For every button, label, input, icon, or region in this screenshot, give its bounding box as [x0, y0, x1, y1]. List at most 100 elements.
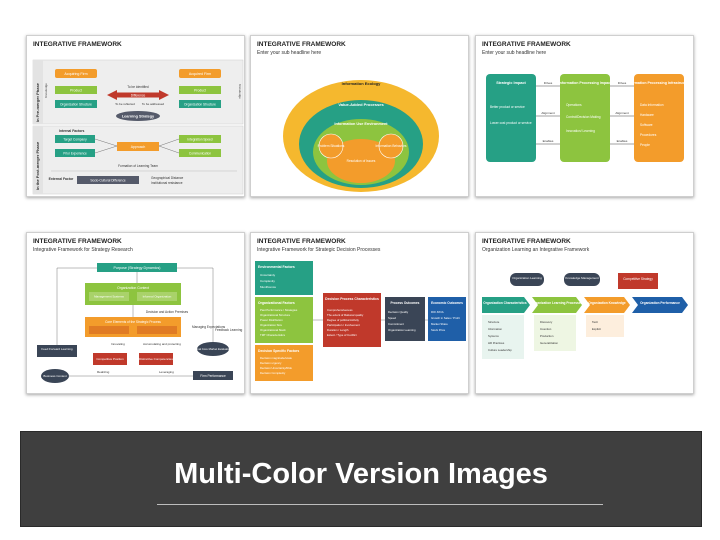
svg-text:Procedures: Procedures [640, 133, 657, 137]
box-purpose [97, 263, 177, 272]
svg-text:Duration / Length: Duration / Length [327, 328, 349, 332]
box-competitive-position [93, 353, 127, 365]
slide-thumbnail-1[interactable]: INTEGRATIVE FRAMEWORK In Pre-merger Phas… [26, 35, 245, 197]
svg-text:Process Outcomes: Process Outcomes [391, 301, 420, 305]
svg-text:Informal Organization: Informal Organization [143, 295, 172, 299]
svg-text:Market Share: Market Share [431, 322, 448, 326]
svg-text:Communication: Communication [189, 152, 211, 156]
svg-text:Accumulating and protecting: Accumulating and protecting [143, 342, 181, 346]
svg-text:Decision Specific Factors: Decision Specific Factors [258, 349, 299, 353]
svg-text:Data Information: Data Information [640, 103, 664, 107]
svg-text:Formation of Learning Team: Formation of Learning Team [118, 164, 158, 168]
box-socio-cultural [77, 176, 139, 184]
slide-subtitle: Enter your sub headline here [257, 50, 322, 56]
strategy-research-diagram: Purpose (Strategy Dynamics) Organization… [37, 263, 243, 383]
multi-color-banner: Multi-Color Version Images [20, 431, 702, 527]
svg-text:Generalization: Generalization [540, 341, 558, 345]
box-informal-organization [137, 292, 177, 301]
svg-text:Decision Uncertainty/Risk: Decision Uncertainty/Risk [260, 366, 292, 370]
svg-text:Organization Structure: Organization Structure [60, 103, 92, 107]
svg-text:Final Core Market Evaluation: Final Core Market Evaluation [195, 347, 232, 351]
box-process-outcomes [385, 297, 425, 341]
svg-text:Organization Characteristics: Organization Characteristics [483, 301, 527, 305]
svg-text:Organizational Structure: Organizational Structure [260, 313, 291, 317]
arrow-org-knowledge [584, 297, 630, 313]
svg-text:Innovating: Innovating [111, 342, 125, 346]
svg-text:Power Distribution: Power Distribution [260, 318, 283, 322]
svg-text:People: People [640, 143, 650, 147]
svg-text:Organization Knowledge: Organization Knowledge [588, 301, 626, 305]
svg-text:Operations: Operations [566, 103, 582, 107]
box-product [55, 86, 97, 94]
svg-text:Target Company: Target Company [63, 138, 87, 142]
svg-text:Acquired Firm: Acquired Firm [189, 72, 211, 76]
box-firm-performance [193, 371, 233, 380]
svg-text:To be reflected: To be reflected [115, 102, 135, 106]
box-feed-forward [37, 345, 77, 357]
svg-text:Culture Leadership: Culture Leadership [488, 348, 512, 352]
slide-thumbnail-3[interactable]: INTEGRATIVE FRAMEWORK Enter your sub hea… [475, 35, 694, 197]
svg-text:Socio-Cultural Difference: Socio-Cultural Difference [90, 179, 126, 183]
box-integration-speed [179, 135, 221, 143]
svg-text:Integration Speed: Integration Speed [187, 138, 212, 142]
slide-thumbnail-4[interactable]: INTEGRATIVE FRAMEWORK Integrative Framew… [26, 232, 245, 394]
svg-text:The extent of Rational quality: The extent of Rational quality [327, 313, 364, 317]
svg-text:Software: Software [640, 123, 653, 127]
slide-title: INTEGRATIVE FRAMEWORK [482, 41, 571, 48]
slide-title: INTEGRATIVE FRAMEWORK [33, 238, 122, 245]
slide-thumbnail-6[interactable]: INTEGRATIVE FRAMEWORK Organization Learn… [475, 232, 694, 394]
svg-text:HR Practices: HR Practices [488, 341, 505, 345]
svg-text:Alignment: Alignment [541, 111, 555, 115]
svg-text:Decision Complexity: Decision Complexity [260, 371, 286, 375]
svg-text:ROI /ROA: ROI /ROA [431, 310, 444, 314]
svg-text:Drives: Drives [544, 81, 553, 85]
svg-text:Control/Decision Making: Control/Decision Making [566, 115, 601, 119]
organization-learning-diagram: Organization Learning Knowledge Manageme… [482, 273, 688, 359]
learning-strategy-ellipse [116, 111, 160, 121]
svg-text:Internal Factors: Internal Factors [59, 129, 85, 133]
svg-text:Drives: Drives [618, 81, 627, 85]
knowledge-label: Knowledge [238, 84, 242, 99]
svg-text:Business Context: Business Context [43, 374, 67, 378]
box-org-structure [179, 100, 221, 108]
svg-text:Problem Situations: Problem Situations [318, 144, 345, 148]
svg-text:To be identified: To be identified [127, 85, 149, 89]
svg-text:Innovation/ Learning: Innovation/ Learning [566, 129, 595, 133]
banner-divider [157, 504, 603, 505]
svg-text:Better product or service: Better product or service [490, 105, 525, 109]
svg-text:Purpose (Strategy Dynamics): Purpose (Strategy Dynamics) [114, 266, 161, 270]
box-core-left [89, 326, 129, 334]
side-label-bg [33, 126, 43, 194]
svg-text:Invention: Invention [540, 327, 552, 331]
slide-title: INTEGRATIVE FRAMEWORK [33, 41, 122, 48]
svg-text:Comprehensiveness: Comprehensiveness [327, 308, 353, 312]
svg-text:Decision and Action Premises: Decision and Action Premises [146, 310, 189, 314]
svg-text:Explicit: Explicit [592, 327, 601, 331]
slide-title: INTEGRATIVE FRAMEWORK [257, 238, 346, 245]
slide-subtitle: Enter your sub headline here [482, 50, 547, 56]
slide-subtitle: Organization Learning an Integrative Fra… [482, 247, 590, 253]
svg-text:Organizational Slack: Organizational Slack [260, 328, 286, 332]
pill-organization-learning [510, 273, 544, 286]
arrow-org-characteristics [482, 297, 530, 313]
box-prior-experience [55, 149, 95, 157]
box-distinctive-competencies [139, 353, 173, 365]
svg-text:Past Performance / Strategies: Past Performance / Strategies [260, 308, 298, 312]
svg-text:Extent / Type of Conflict: Extent / Type of Conflict [327, 333, 357, 337]
svg-text:Product: Product [194, 89, 206, 93]
slide-thumbnail-5[interactable]: INTEGRATIVE FRAMEWORK Integrative Framew… [250, 232, 469, 394]
slide-thumbnail-2[interactable]: INTEGRATIVE FRAMEWORK Enter your sub hea… [250, 35, 469, 197]
svg-text:Participation / Involvement: Participation / Involvement [327, 323, 360, 327]
arrow-org-performance [632, 297, 688, 313]
box-env-factors [255, 261, 313, 295]
svg-text:Decision Quality: Decision Quality [388, 310, 409, 314]
svg-text:Organizational Factors: Organizational Factors [258, 301, 295, 305]
svg-text:Commitment: Commitment [388, 322, 404, 326]
svg-text:Information Processing Infrast: Information Processing Infrastructure [627, 81, 692, 85]
box-process-characteristics [323, 293, 381, 347]
slide-subtitle: Integrative Framework for Strategy Resea… [33, 247, 133, 253]
slide-title: INTEGRATIVE FRAMEWORK [257, 41, 346, 48]
svg-text:Acquiring Firm: Acquiring Firm [64, 72, 87, 76]
circle-information-behaviors [378, 133, 404, 159]
